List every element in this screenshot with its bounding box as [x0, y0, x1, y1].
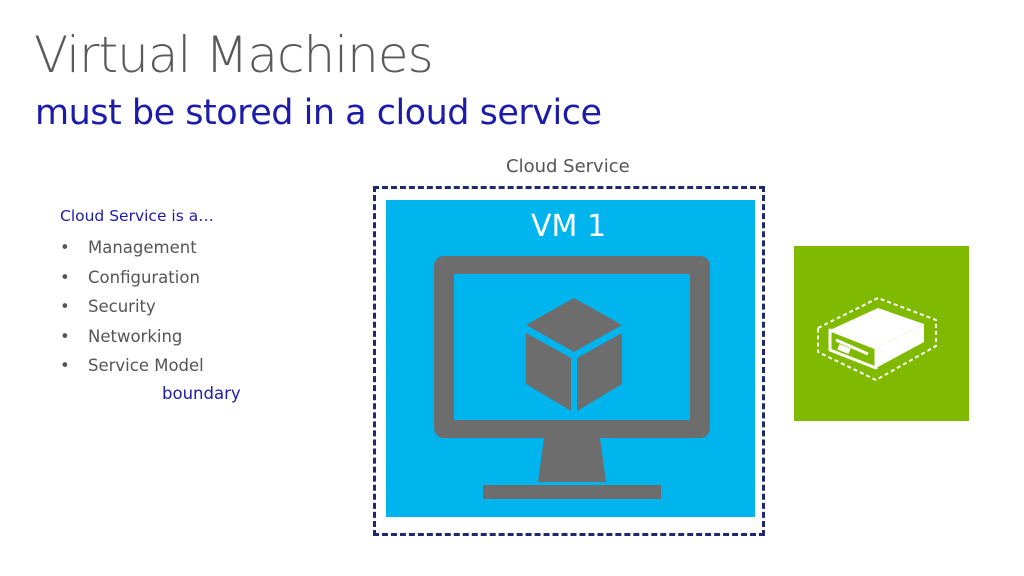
cloud-service-label: Cloud Service: [506, 156, 630, 177]
server-icon: [817, 297, 937, 381]
monitor-neck: [538, 438, 606, 482]
cube-icon: [526, 298, 622, 411]
bullet-icon: •: [60, 267, 70, 287]
bullet-icon: •: [60, 297, 70, 316]
bullet-icon: •: [60, 238, 70, 257]
monitor-base: [483, 485, 661, 499]
cloud-service-boundary: [373, 186, 765, 536]
list-item: • Networking: [60, 324, 204, 354]
boundary-label: boundary: [162, 384, 241, 403]
list-item-label: Security: [88, 297, 156, 316]
list-item: • Security: [60, 294, 204, 324]
list-item: • Service Model: [60, 353, 204, 383]
page-title: Virtual Machines: [34, 26, 434, 84]
list-item: • Management: [60, 235, 204, 265]
monitor-icon: [434, 256, 710, 499]
list-item: • Configuration: [60, 265, 204, 295]
bullet-icon: •: [60, 326, 70, 346]
vm-label: VM 1: [531, 209, 607, 244]
cloud-service-intro: Cloud Service is a…: [60, 207, 214, 225]
bullet-list: • Management • Configuration • Security • Ne…: [60, 235, 204, 383]
bullet-icon: •: [60, 356, 70, 375]
page-subtitle: must be stored in a cloud service: [35, 93, 602, 133]
list-item-label: Networking: [88, 326, 183, 346]
list-item-label: Management: [88, 238, 197, 257]
list-item-label: Service Model: [88, 356, 204, 375]
list-item-label: Configuration: [88, 267, 200, 287]
